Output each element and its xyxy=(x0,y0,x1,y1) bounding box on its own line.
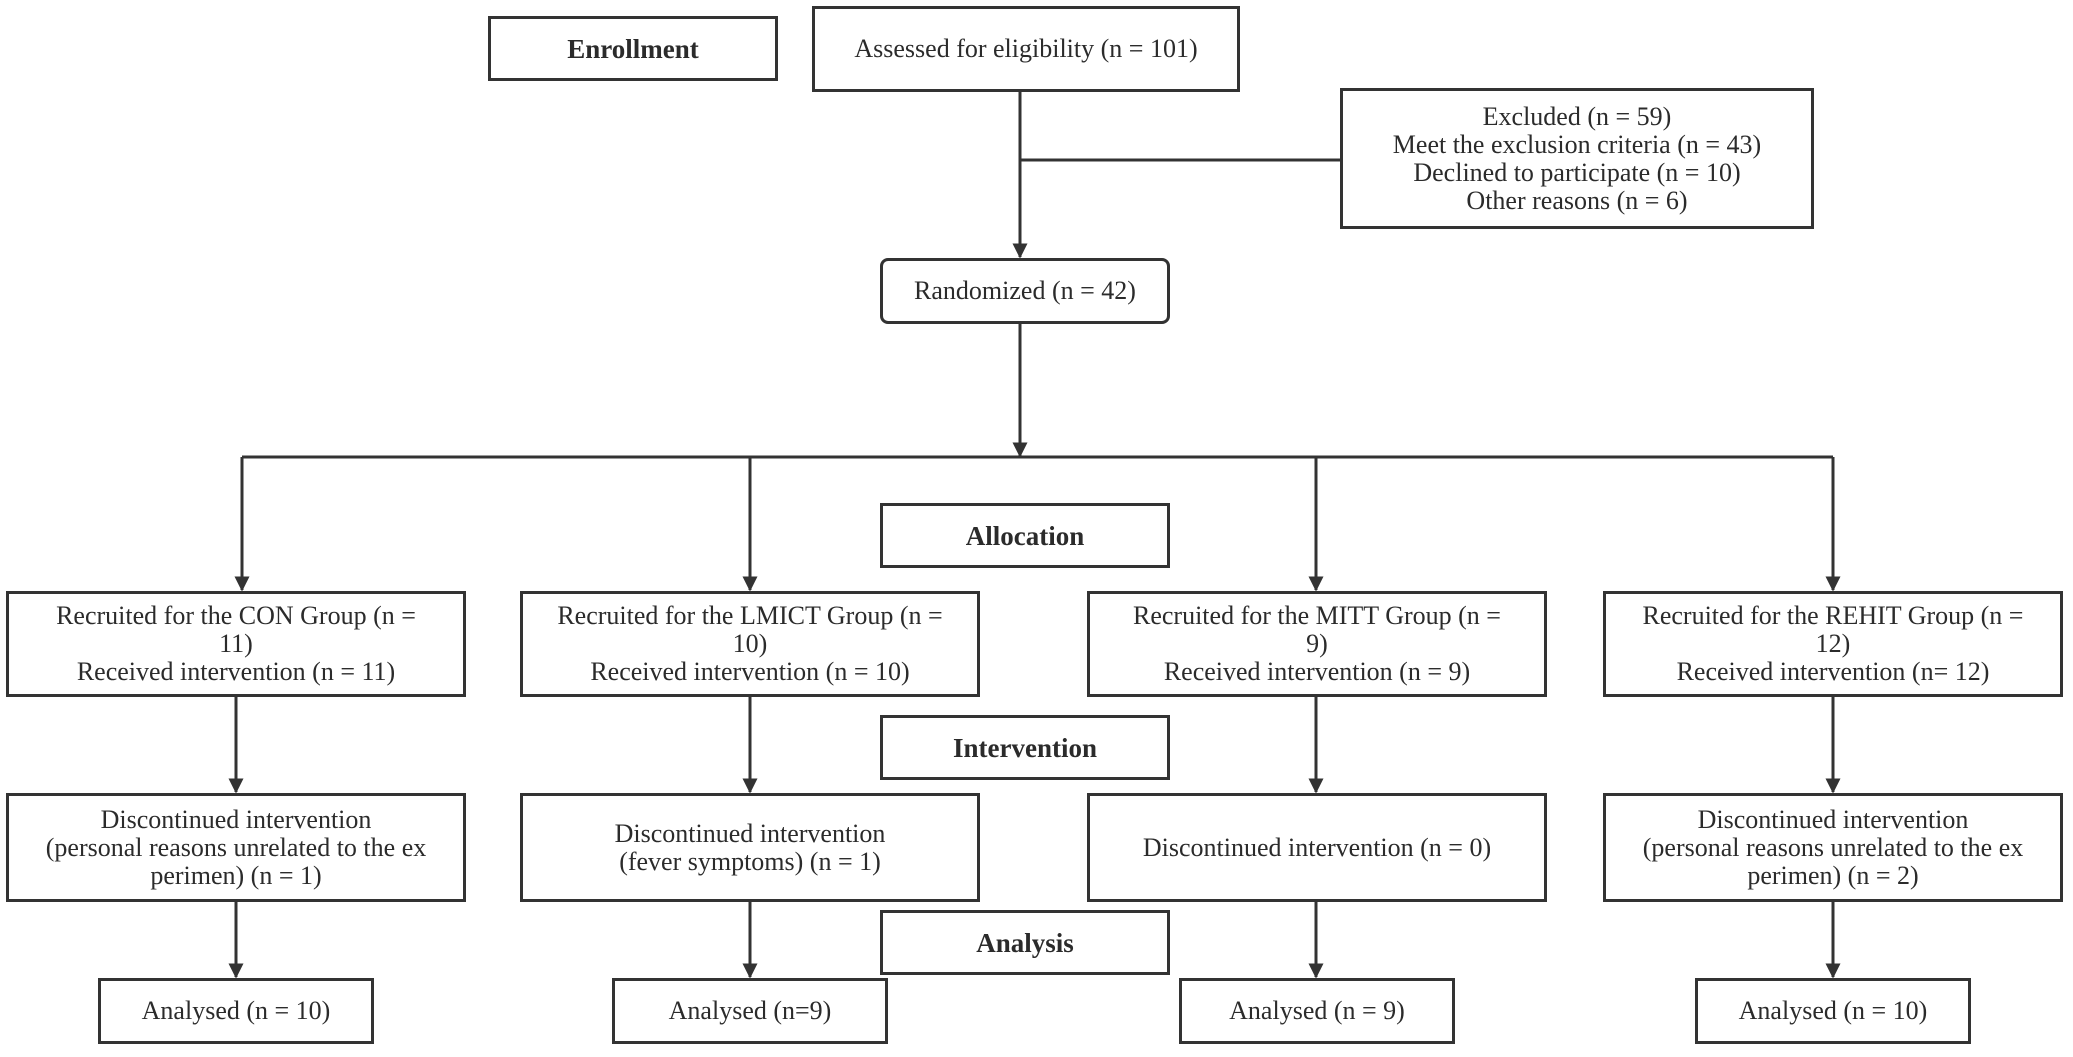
discontinued-line: (personal reasons unrelated to the ex xyxy=(1642,832,2024,862)
recruited-line: 9) xyxy=(1306,629,1328,658)
recruited-line: Received intervention (n = 10) xyxy=(590,657,910,686)
excluded-box: Excluded (n = 59) Meet the exclusion cri… xyxy=(1340,88,1814,229)
excluded-line: Meet the exclusion criteria (n = 43) xyxy=(1392,129,1762,159)
rehit-analysed-box: Analysed (n = 10) xyxy=(1695,978,1971,1044)
rehit-discontinued-box: Discontinued intervention (personal reas… xyxy=(1603,793,2063,902)
con-analysed-box: Analysed (n = 10) xyxy=(98,978,374,1044)
recruited-line: 10) xyxy=(732,629,768,658)
stage-analysis: Analysis xyxy=(880,910,1170,975)
recruited-line: 12) xyxy=(1815,629,1851,658)
lmict-recruited-box: Recruited for the LMICT Group (n = 10) R… xyxy=(520,591,980,697)
excluded-line: Declined to participate (n = 10) xyxy=(1413,157,1741,187)
stage-intervention: Intervention xyxy=(880,715,1170,780)
discontinued-line: Discontinued intervention xyxy=(614,818,886,848)
recruited-line: Recruited for the REHIT Group (n = xyxy=(1642,601,2024,630)
recruited-line: 11) xyxy=(219,629,253,658)
discontinued-line: Discontinued intervention xyxy=(100,804,372,834)
discontinued-line: Discontinued intervention xyxy=(1697,804,1969,834)
randomized-box: Randomized (n = 42) xyxy=(880,258,1170,324)
lmict-discontinued-box: Discontinued intervention (fever symptom… xyxy=(520,793,980,902)
discontinued-line: Discontinued intervention (n = 0) xyxy=(1142,832,1492,862)
recruited-line: Recruited for the CON Group (n = xyxy=(56,601,416,630)
con-discontinued-box: Discontinued intervention (personal reas… xyxy=(6,793,466,902)
rehit-recruited-box: Recruited for the REHIT Group (n = 12) R… xyxy=(1603,591,2063,697)
excluded-line: Other reasons (n = 6) xyxy=(1466,185,1688,215)
recruited-line: Received intervention (n = 11) xyxy=(76,657,396,686)
stage-allocation: Allocation xyxy=(880,503,1170,568)
discontinued-line: perimen) (n = 1) xyxy=(150,860,322,890)
mitt-analysed-box: Analysed (n = 9) xyxy=(1179,978,1455,1044)
discontinued-line: perimen) (n = 2) xyxy=(1747,860,1919,890)
stage-enrollment: Enrollment xyxy=(488,16,778,81)
recruited-line: Recruited for the MITT Group (n = xyxy=(1133,601,1501,630)
recruited-line: Received intervention (n = 9) xyxy=(1163,657,1471,686)
discontinued-line: (fever symptoms) (n = 1) xyxy=(619,846,881,876)
con-recruited-box: Recruited for the CON Group (n = 11) Rec… xyxy=(6,591,466,697)
discontinued-line: (personal reasons unrelated to the ex xyxy=(45,832,427,862)
assessed-box: Assessed for eligibility (n = 101) xyxy=(812,6,1240,92)
mitt-recruited-box: Recruited for the MITT Group (n = 9) Rec… xyxy=(1087,591,1547,697)
recruited-line: Received intervention (n= 12) xyxy=(1676,657,1990,686)
lmict-analysed-box: Analysed (n=9) xyxy=(612,978,888,1044)
excluded-line: Excluded (n = 59) xyxy=(1482,101,1672,131)
recruited-line: Recruited for the LMICT Group (n = xyxy=(557,601,943,630)
mitt-discontinued-box: Discontinued intervention (n = 0) xyxy=(1087,793,1547,902)
